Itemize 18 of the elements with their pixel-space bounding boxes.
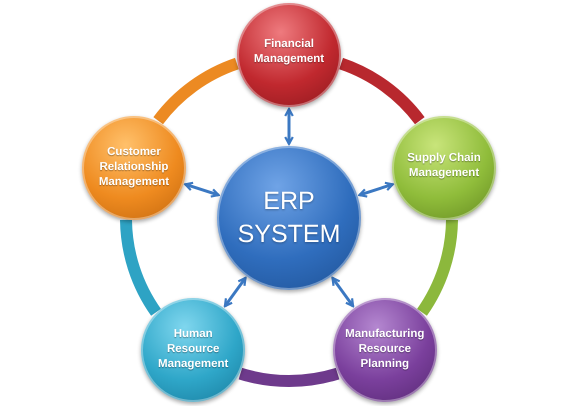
module-circle: [141, 298, 246, 402]
node-label: ERP SYSTEM: [236, 186, 342, 250]
double-arrow: [331, 276, 354, 308]
ring-segment: [338, 58, 424, 125]
node-label: Human Resource Management: [157, 327, 230, 372]
node-label: Supply Chain Management: [406, 150, 482, 181]
node-label: Manufacturing Resource Planning: [344, 327, 426, 372]
double-arrow: [358, 182, 394, 198]
double-arrow: [184, 182, 220, 198]
ring-segment: [154, 58, 240, 125]
ring-segment: [416, 219, 458, 316]
node-label: Financial Management: [252, 37, 326, 67]
module-circle: [332, 298, 437, 402]
double-arrow: [224, 276, 247, 308]
ring-segment: [238, 368, 340, 387]
double-arrow: [284, 108, 294, 146]
ring-segment: [120, 219, 162, 316]
node-label: Customer Relationship Management: [98, 145, 170, 190]
